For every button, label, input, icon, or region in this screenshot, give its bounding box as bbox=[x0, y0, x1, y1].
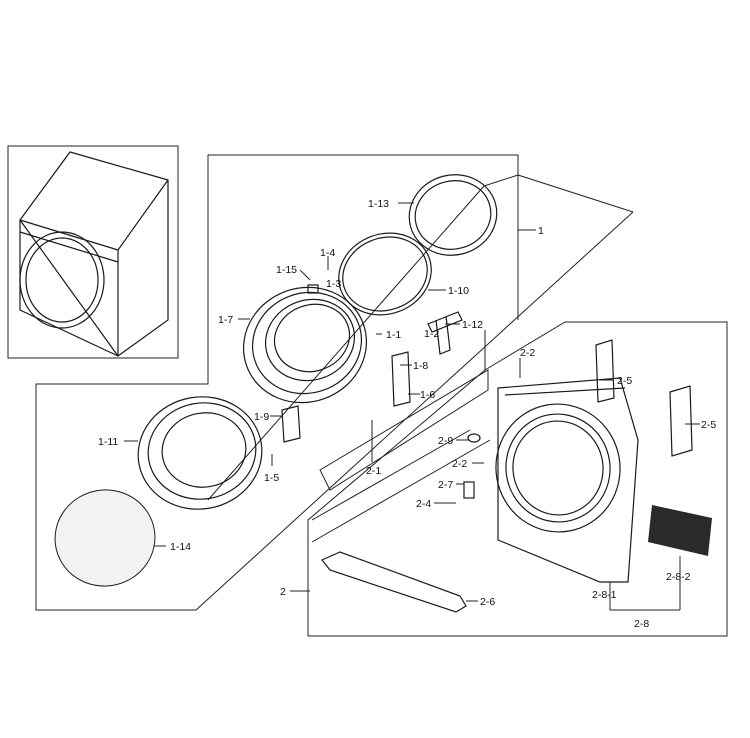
label-1: 1 bbox=[538, 225, 544, 237]
leader-lines bbox=[124, 202, 700, 611]
label-2-9: 2-9 bbox=[438, 435, 453, 447]
label-2-4: 2-4 bbox=[416, 498, 431, 510]
label-1-4: 1-4 bbox=[320, 247, 335, 259]
label-2-2-mid: 2-2 bbox=[452, 458, 467, 470]
label-2-5-right: 2-5 bbox=[701, 419, 716, 431]
label-2-8-1: 2-8-1 bbox=[592, 589, 617, 601]
label-1-15: 1-15 bbox=[276, 264, 297, 276]
label-1-1: 1-1 bbox=[386, 329, 401, 341]
door-parts bbox=[54, 174, 498, 587]
label-1-6: 1-6 bbox=[420, 389, 435, 401]
label-1-7: 1-7 bbox=[218, 314, 233, 326]
label-2-1: 2-1 bbox=[366, 465, 381, 477]
label-2-8-2: 2-8-2 bbox=[666, 571, 691, 583]
label-1-10: 1-10 bbox=[448, 285, 469, 297]
label-1-11: 1-11 bbox=[98, 436, 118, 448]
label-2: 2 bbox=[280, 586, 286, 598]
door-group-frame bbox=[35, 154, 634, 611]
label-1-8: 1-8 bbox=[413, 360, 428, 372]
label-2-5-top: 2-5 bbox=[617, 375, 632, 387]
label-1-13: 1-13 bbox=[368, 198, 389, 210]
front-panel-group-frame bbox=[307, 321, 728, 637]
label-1-3: 1-3 bbox=[326, 278, 341, 290]
label-2-2-top: 2-2 bbox=[520, 347, 535, 359]
label-1-12: 1-12 bbox=[462, 319, 483, 331]
label-2-6: 2-6 bbox=[480, 596, 495, 608]
label-2-8: 2-8 bbox=[634, 618, 649, 630]
callout-labels: 1-13 1 1-4 1-15 1-3 1-10 1-7 1-12 1-1 1-… bbox=[98, 198, 716, 630]
label-1-2: 1-2 bbox=[424, 328, 439, 340]
label-1-14: 1-14 bbox=[170, 541, 191, 553]
front-panel-parts bbox=[321, 339, 712, 613]
label-1-5: 1-5 bbox=[264, 472, 279, 484]
label-2-7: 2-7 bbox=[438, 479, 453, 491]
appliance-overview-inset bbox=[7, 145, 179, 359]
label-1-9: 1-9 bbox=[254, 411, 269, 423]
